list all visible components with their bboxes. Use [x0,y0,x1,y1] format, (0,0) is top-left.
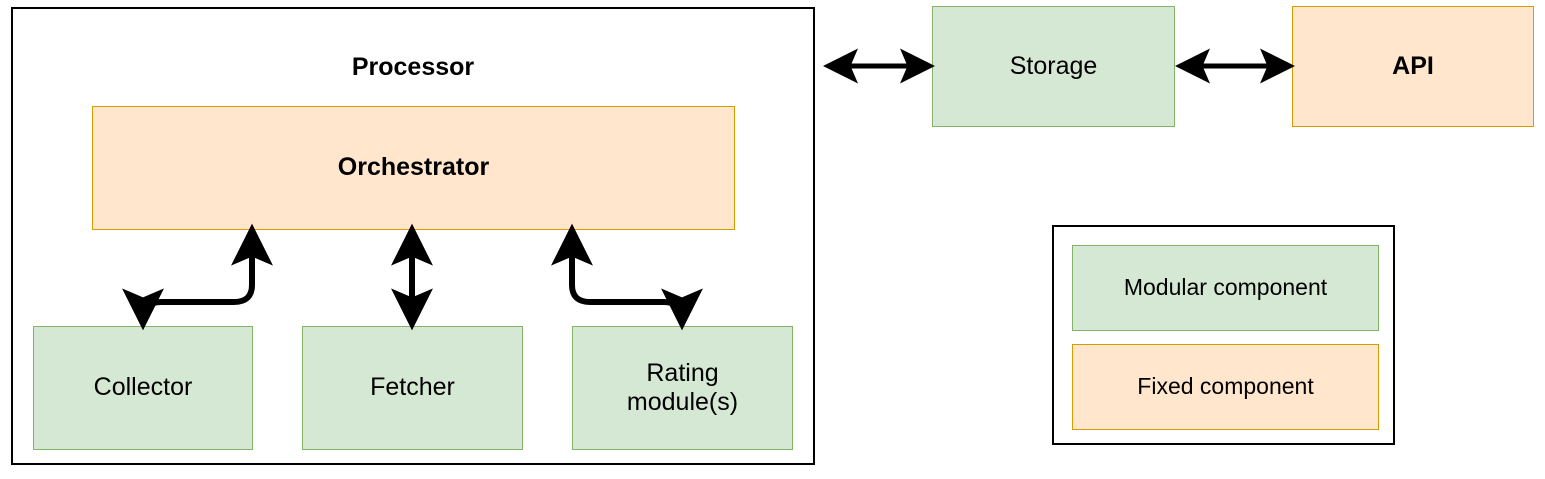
orchestrator-label: Orchestrator [337,153,490,182]
fetcher-box[interactable]: Fetcher [302,326,523,450]
collector-box[interactable]: Collector [33,326,253,450]
rating-module-box[interactable]: Rating module(s) [572,326,793,450]
storage-box[interactable]: Storage [932,6,1175,127]
rating-module-label: Rating module(s) [626,358,739,417]
fetcher-label: Fetcher [370,373,455,402]
api-box[interactable]: API [1292,6,1534,127]
storage-label: Storage [1009,51,1098,80]
legend-label-fixed: Fixed component [1137,373,1314,400]
legend-swatch-modular: Modular component [1072,245,1379,331]
orchestrator-box[interactable]: Orchestrator [92,106,735,230]
processor-title: Processor [351,53,475,81]
legend-label-modular: Modular component [1123,274,1328,301]
legend-swatch-fixed: Fixed component [1072,344,1379,430]
api-label: API [1392,51,1434,80]
collector-label: Collector [93,373,193,402]
